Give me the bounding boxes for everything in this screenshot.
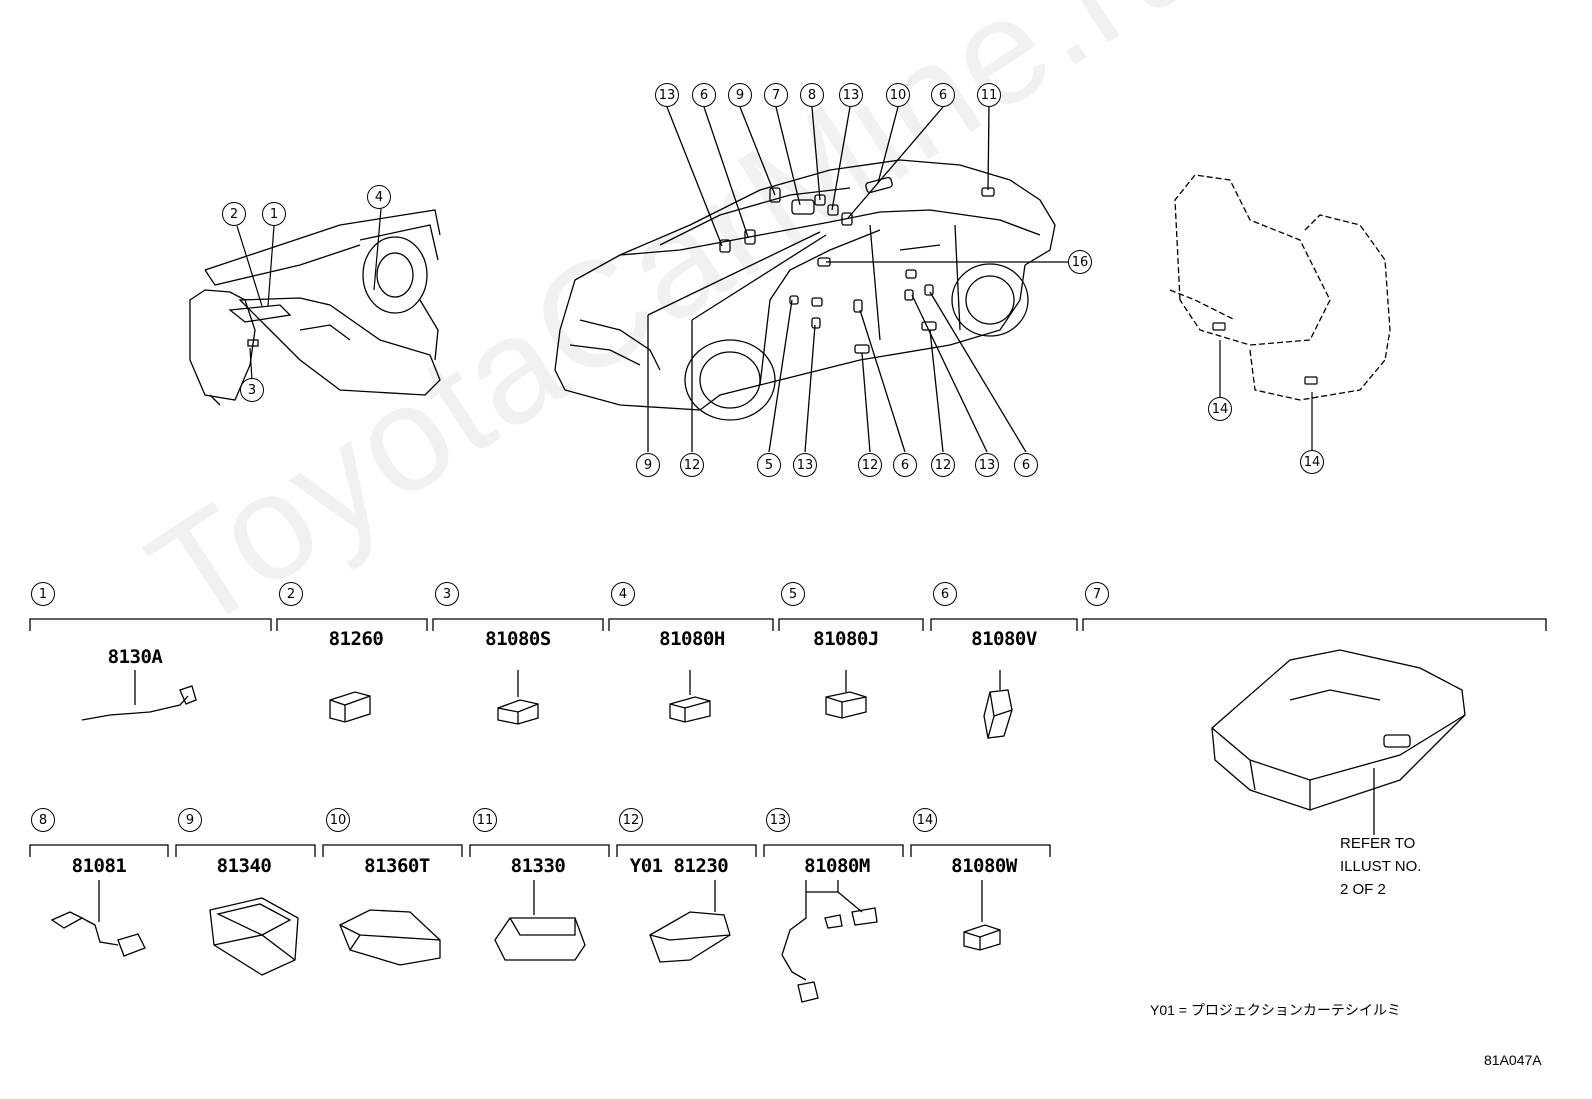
part-number-81080W[interactable]: 81080W — [951, 855, 1017, 877]
callout-6: 6 — [692, 83, 716, 107]
part-number-81080H[interactable]: 81080H — [659, 628, 725, 650]
callout-7: 7 — [764, 83, 788, 107]
part-num-3: 3 — [435, 582, 459, 606]
row2-brackets — [29, 844, 1051, 857]
part-number-8130A[interactable]: 8130A — [107, 646, 163, 668]
part-num-12: 12 — [619, 808, 643, 832]
part-num-7: 7 — [1085, 582, 1109, 606]
seats-illustration — [1169, 174, 1391, 401]
part-number-81080J[interactable]: 81080J — [813, 628, 879, 650]
part-num-14: 14 — [913, 808, 937, 832]
part-num-11: 11 — [473, 808, 497, 832]
callout-3: 3 — [240, 378, 264, 402]
part-number-81260[interactable]: 81260 — [328, 628, 384, 650]
callout-12: 12 — [680, 453, 704, 477]
part-num-9: 9 — [178, 808, 202, 832]
part-num-8: 8 — [31, 808, 55, 832]
refer-note-line-3: 2 OF 2 — [1340, 881, 1386, 898]
callout-11: 11 — [977, 83, 1001, 107]
part-num-4: 4 — [611, 582, 635, 606]
part-num-13: 13 — [766, 808, 790, 832]
part-sketch-overhead-console — [1211, 649, 1466, 835]
part-sketch-81081 — [50, 880, 146, 957]
footnote: Y01 = プロジェクションカーテシイルミ — [1150, 1002, 1401, 1018]
part-num-5: 5 — [781, 582, 805, 606]
callout-6: 6 — [1014, 453, 1038, 477]
part-number-81230[interactable]: Y01 81230 — [629, 855, 729, 877]
callout-1: 1 — [262, 202, 286, 226]
part-sketch-81330 — [494, 880, 586, 961]
part-sketch-81360T — [339, 909, 441, 966]
part-number-81340[interactable]: 81340 — [216, 855, 272, 877]
callout-10: 10 — [886, 83, 910, 107]
callout-4: 4 — [367, 185, 391, 209]
callout-9: 9 — [636, 453, 660, 477]
part-sketch-81080W — [963, 880, 1001, 951]
part-num-2: 2 — [279, 582, 303, 606]
part-num-1: 1 — [31, 582, 55, 606]
part-sketch-81080V — [983, 670, 1013, 739]
callout-6: 6 — [893, 453, 917, 477]
part-sketch-81080S — [497, 670, 539, 725]
part-num-10: 10 — [326, 808, 350, 832]
part-number-81360T[interactable]: 81360T — [364, 855, 430, 877]
part-sketch-81230 — [649, 880, 731, 963]
diagram-code: 81A047A — [1484, 1052, 1542, 1068]
row1-brackets — [29, 618, 1547, 631]
part-number-81080V[interactable]: 81080V — [971, 628, 1037, 650]
callout-14: 14 — [1208, 397, 1232, 421]
refer-note-line-2: ILLUST NO. — [1340, 858, 1422, 875]
callout-12: 12 — [931, 453, 955, 477]
part-sketch-81080J — [825, 670, 867, 719]
part-sketch-8130A — [81, 670, 197, 721]
part-num-6: 6 — [933, 582, 957, 606]
callout-6: 6 — [931, 83, 955, 107]
callout-13: 13 — [975, 453, 999, 477]
car-illustration — [554, 106, 1068, 453]
part-number-81330[interactable]: 81330 — [510, 855, 566, 877]
callout-16: 16 — [1068, 250, 1092, 274]
part-sketch-81260 — [329, 691, 371, 723]
callout-5: 5 — [757, 453, 781, 477]
callout-13: 13 — [839, 83, 863, 107]
part-number-81081[interactable]: 81081 — [71, 855, 127, 877]
callout-2: 2 — [222, 202, 246, 226]
callout-13: 13 — [793, 453, 817, 477]
dashboard-illustration — [189, 209, 441, 406]
part-sketch-81080M — [781, 880, 878, 1003]
part-number-81080M[interactable]: 81080M — [804, 855, 870, 877]
callout-14: 14 — [1300, 450, 1324, 474]
callout-12: 12 — [858, 453, 882, 477]
part-number-81080S[interactable]: 81080S — [485, 628, 551, 650]
callout-8: 8 — [800, 83, 824, 107]
refer-note-line-1: REFER TO — [1340, 835, 1416, 852]
part-sketch-81080H — [669, 670, 711, 723]
callout-13: 13 — [655, 83, 679, 107]
callout-9: 9 — [728, 83, 752, 107]
part-sketch-81340 — [209, 897, 299, 976]
